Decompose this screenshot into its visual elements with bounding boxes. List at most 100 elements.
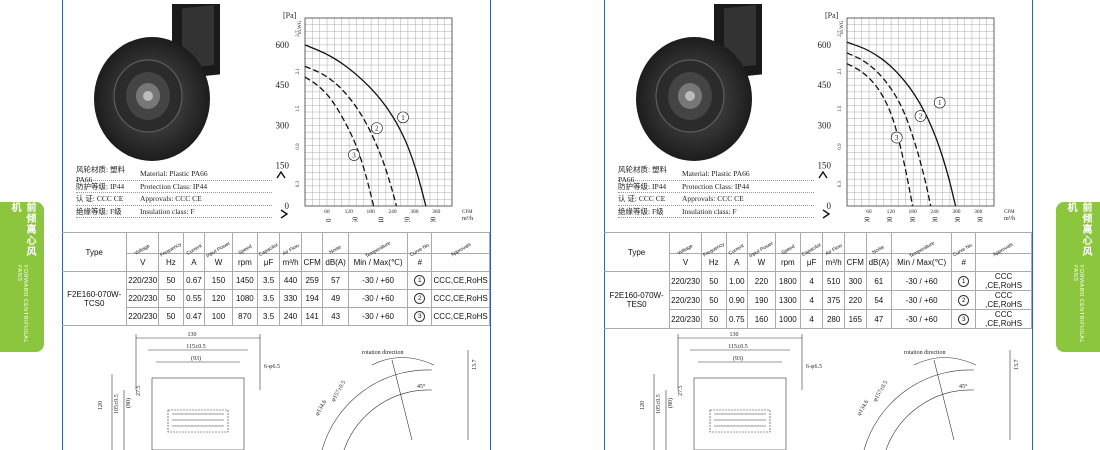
unit-header: CFM	[300, 253, 324, 272]
curve-label: 1	[938, 99, 942, 107]
col-header: Approvals	[975, 232, 1032, 258]
table-cell: 150	[204, 271, 233, 290]
tab-title-cn: 前倾离心风机	[1065, 202, 1091, 257]
x2-tick-label: 240	[388, 209, 397, 215]
y2-tick-label: 0.3	[296, 180, 301, 187]
col-header	[300, 232, 324, 254]
col-header: Input Power	[747, 232, 776, 259]
unit-header: dB(A)	[865, 253, 893, 272]
table-cell: 220/230	[669, 290, 702, 310]
spec-label-en: Protection Class: IP44	[140, 181, 208, 191]
col-header: Curve No.	[951, 232, 977, 258]
table-cell: -30 / +60	[347, 271, 409, 290]
approvals-cell: CCC,CE,RoHS	[431, 271, 490, 290]
curve-label-circle	[348, 149, 360, 161]
dim-label: 105±0.5	[114, 394, 120, 414]
col-header: Noise	[322, 232, 349, 256]
dim-label: 120	[98, 401, 104, 410]
table-cell: 0.47	[182, 307, 206, 326]
table-cell: 61	[865, 271, 893, 291]
approvals-cell: CCC ,CE,RoHS	[975, 309, 1032, 329]
x2-tick-label: 360	[974, 209, 983, 215]
table-cell: 330	[279, 289, 302, 308]
table-cell: 3.5	[256, 289, 281, 308]
x-tick-label: 600	[977, 216, 985, 222]
table-cell: 54	[865, 290, 893, 310]
col-header: Temperature	[347, 232, 409, 260]
table-cell: -30 / +60	[891, 309, 953, 329]
x2-tick-label: 120	[345, 209, 354, 215]
table-cell: 300	[843, 271, 867, 291]
up-arrow-icon	[818, 170, 828, 179]
col-header: Capacitor	[799, 232, 824, 258]
dim-label: (80)	[667, 398, 674, 408]
table-cell: 43	[322, 307, 349, 326]
spec-label-cn: 防护等级: IP44	[76, 181, 125, 191]
unit-header: dB(A)	[322, 253, 349, 272]
dim-label: φ157±0.5	[331, 380, 348, 403]
curve-line-2	[846, 52, 932, 207]
spec-label-cn: 绝缘等级: F级	[76, 206, 122, 216]
x2-tick-label: 120	[887, 209, 896, 215]
dimension-drawing: 130 115±0.5 (93) 6-φ6.5 120 105±0.5 (80)…	[640, 332, 1020, 450]
table-cell: 220	[843, 290, 867, 310]
dim-label: 130	[188, 332, 197, 338]
spec-label-en: Material: Plastic PA66	[140, 169, 208, 179]
page-border-line	[490, 0, 491, 450]
plot-frame	[304, 17, 453, 207]
col-header: Approvals	[431, 232, 490, 258]
fan-image	[94, 4, 220, 161]
unit-header: A	[182, 253, 206, 272]
y-tick-label: 450	[818, 80, 832, 90]
table-cell: 50	[700, 271, 727, 291]
curve-label: 1	[401, 114, 405, 122]
model-name: F2E160-070W-TCS0	[62, 271, 128, 326]
right-arrow-icon	[280, 209, 289, 219]
table-cell: 0.90	[725, 290, 749, 310]
type-header: Type	[604, 232, 671, 272]
unit-header: rpm	[231, 253, 258, 272]
x-tick-label: 100	[864, 216, 872, 222]
table-cell: 220/230	[669, 271, 702, 291]
x2-tick-label: 240	[930, 209, 939, 215]
curve-label: 2	[919, 113, 923, 121]
dim-label: (93)	[191, 355, 201, 362]
tab-title-cn: 前倾离心风机	[9, 202, 35, 257]
col-header: Capacitor	[256, 232, 281, 258]
table-cell: 220/230	[126, 307, 160, 326]
table-cell: 1.00	[725, 271, 749, 291]
table-cell: 1300	[774, 290, 801, 310]
table-cell: 50	[700, 309, 727, 329]
col-header: Temperature	[891, 232, 953, 260]
y2-tick-label: 2.7	[838, 30, 843, 37]
y-tick-label: 300	[818, 120, 832, 130]
y2-tick-label: 1.5	[296, 105, 301, 112]
spec-label-cn: 风轮材质: 塑料PA66	[618, 164, 667, 184]
table-cell: 220/230	[669, 309, 702, 329]
x2-axis-label: CFM	[462, 210, 473, 215]
approvals-cell: CCC ,CE,RoHS	[975, 271, 1032, 291]
curve-no: 2	[951, 290, 977, 310]
unit-header	[975, 253, 1032, 272]
table-cell: 50	[158, 307, 184, 326]
curve-no: 3	[407, 307, 433, 326]
dim-label: 115±0.5	[186, 344, 206, 350]
table-cell: 440	[279, 271, 302, 290]
dim-label: 13.7	[1014, 360, 1020, 371]
dim-label: φ134.6	[315, 399, 329, 417]
dim-label: (80)	[125, 398, 132, 408]
y-tick-label: 600	[818, 40, 832, 50]
unit-header: V	[669, 253, 702, 272]
x2-tick-label: 180	[367, 209, 376, 215]
x-tick-label: 400	[430, 216, 438, 222]
y2-tick-label: 0.9	[838, 143, 843, 150]
approvals-cell: CCC,CE,RoHS	[431, 289, 490, 308]
unit-header: V	[126, 253, 160, 272]
